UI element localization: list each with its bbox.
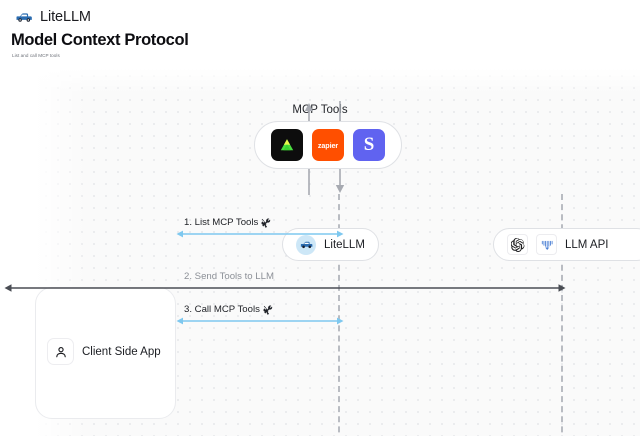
lifeline-llm-api: [561, 194, 563, 436]
litellm-truck-icon: [14, 10, 34, 24]
node-litellm[interactable]: LiteLLM: [282, 228, 379, 261]
node-llm-api-label: LLM API: [565, 238, 609, 251]
message-3-label: 3. Call MCP Tools: [184, 304, 273, 315]
litellm-avatar-icon: [296, 234, 316, 255]
message-2-label: 2. Send Tools to LLM: [184, 271, 274, 282]
slack-s-icon[interactable]: S: [353, 129, 385, 161]
user-icon: [47, 338, 74, 365]
slack-letter: S: [363, 134, 375, 155]
mcp-tools-title: MCP Tools: [292, 104, 348, 116]
openai-icon: [507, 234, 528, 255]
linear-triangle-icon[interactable]: [271, 129, 303, 161]
brand[interactable]: LiteLLM: [14, 7, 91, 27]
brand-name: LiteLLM: [40, 9, 91, 25]
diagram-canvas: MCP Tools zapier S: [0, 68, 640, 436]
message-2-arrow: [4, 281, 566, 295]
tools-icon: [261, 218, 271, 228]
client-side-app-card[interactable]: Client Side App: [35, 287, 176, 419]
node-llm-api[interactable]: LLM API: [493, 228, 640, 261]
page-subtitle: List and call MCP tools: [12, 53, 60, 58]
message-1-arrow: [176, 227, 344, 241]
message-3-arrow: [176, 314, 344, 328]
message-1-label: 1. List MCP Tools: [184, 217, 271, 228]
page-title: Model Context Protocol: [11, 31, 189, 49]
message-2-text: 2. Send Tools to LLM: [184, 271, 274, 282]
node-litellm-label: LiteLLM: [324, 238, 365, 251]
mcp-tools-group[interactable]: zapier S: [254, 121, 402, 169]
tools-icon: [263, 305, 273, 315]
client-side-app-content: Client Side App: [47, 338, 161, 365]
message-3-text: 3. Call MCP Tools: [184, 304, 260, 315]
lifeline-litellm: [338, 194, 340, 436]
message-1-text: 1. List MCP Tools: [184, 217, 259, 228]
anthropic-icon: [536, 234, 557, 255]
client-side-app-label: Client Side App: [82, 345, 161, 358]
zapier-wordmark: zapier: [317, 140, 339, 150]
zapier-icon[interactable]: zapier: [312, 129, 344, 161]
